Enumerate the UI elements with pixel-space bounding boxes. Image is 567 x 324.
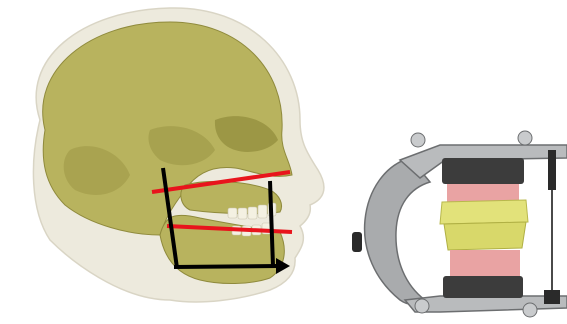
articulator-panel bbox=[330, 0, 567, 324]
incisal-pin-top bbox=[548, 150, 556, 190]
skull-illustration bbox=[0, 0, 330, 324]
lower-mount bbox=[443, 276, 523, 298]
lower-frame bbox=[405, 296, 567, 312]
lower-gingiva bbox=[450, 250, 520, 276]
lower-teeth-cast bbox=[444, 222, 526, 250]
horizontal-axis-arrow bbox=[174, 266, 278, 267]
bottom-knob-right bbox=[523, 303, 537, 317]
side-knob bbox=[352, 232, 362, 252]
bottom-knob-left bbox=[415, 299, 429, 313]
skull-panel bbox=[0, 0, 330, 324]
incisal-table bbox=[544, 290, 560, 304]
top-knob-left bbox=[411, 133, 425, 147]
articulator-illustration bbox=[330, 0, 567, 324]
top-knob-right bbox=[518, 131, 532, 145]
upper-gingiva bbox=[447, 184, 519, 202]
articulator-arm bbox=[365, 158, 430, 305]
upper-mount bbox=[442, 158, 524, 184]
upper-teeth-cast bbox=[440, 200, 528, 224]
